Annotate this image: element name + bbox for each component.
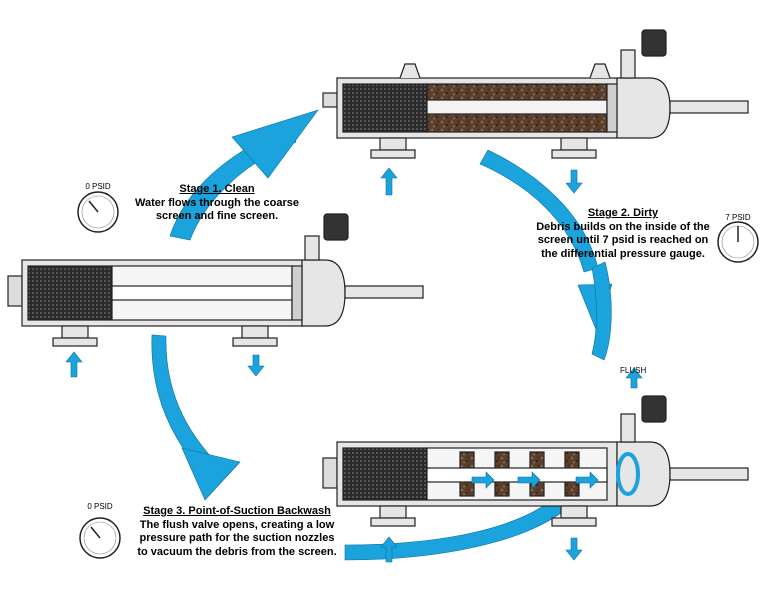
caption-stage1-line: screen and fine screen. [155,210,279,222]
vessel-stage3 [322,395,749,527]
arrow-head-left [181,447,241,501]
arrow-stage2-to-stage3 [479,149,599,273]
flow-arrows-stage3 [380,367,643,563]
caption-stage2-line: screen until 7 psid is reached on [537,234,709,246]
gauge-stage2 [717,221,759,263]
flush-label: FLUSH [620,366,647,375]
caption-stage2-title: Stage 2. Dirty [587,207,659,219]
caption-stage2: Stage 2. Dirty Debris builds on the insi… [510,207,736,261]
gauge-label-stage2: 7 PSID [725,213,751,222]
flow-arrows-stage2 [380,167,583,196]
gauge-stage1 [77,191,119,233]
caption-stage2-line: Debris builds on the inside of the [536,220,710,233]
caption-stage3: Stage 3. Point-of-Suction Backwash The f… [118,505,356,559]
arrow-left-arc [151,334,213,471]
caption-stage3-line: pressure path for the suction nozzles [139,532,335,544]
vessel-stage2 [322,29,749,159]
caption-stage2-line: the differential pressure gauge. [541,247,705,260]
arrow-head-top [231,109,319,179]
gauge-stage3 [79,517,121,559]
caption-stage1-title: Stage 1. Clean [179,183,255,195]
gauge-label-stage3: 0 PSID [87,502,113,511]
caption-stage1-line: Water flows through the coarse [134,196,299,209]
flow-arrows-stage1 [65,351,265,378]
vessel-stage1 [7,213,424,347]
gauge-label-stage1: 0 PSID [85,182,111,191]
caption-stage1: Stage 1. Clean Water flows through the c… [112,183,322,224]
cycle-arrows [151,109,613,561]
caption-stage3-line: to vacuum the debris from the screen. [137,545,337,558]
caption-stage3-title: Stage 3. Point-of-Suction Backwash [143,505,331,517]
arrow-stage3-to-stage1 [344,499,566,561]
caption-stage3-line: The flush valve opens, creating a low [139,518,335,531]
